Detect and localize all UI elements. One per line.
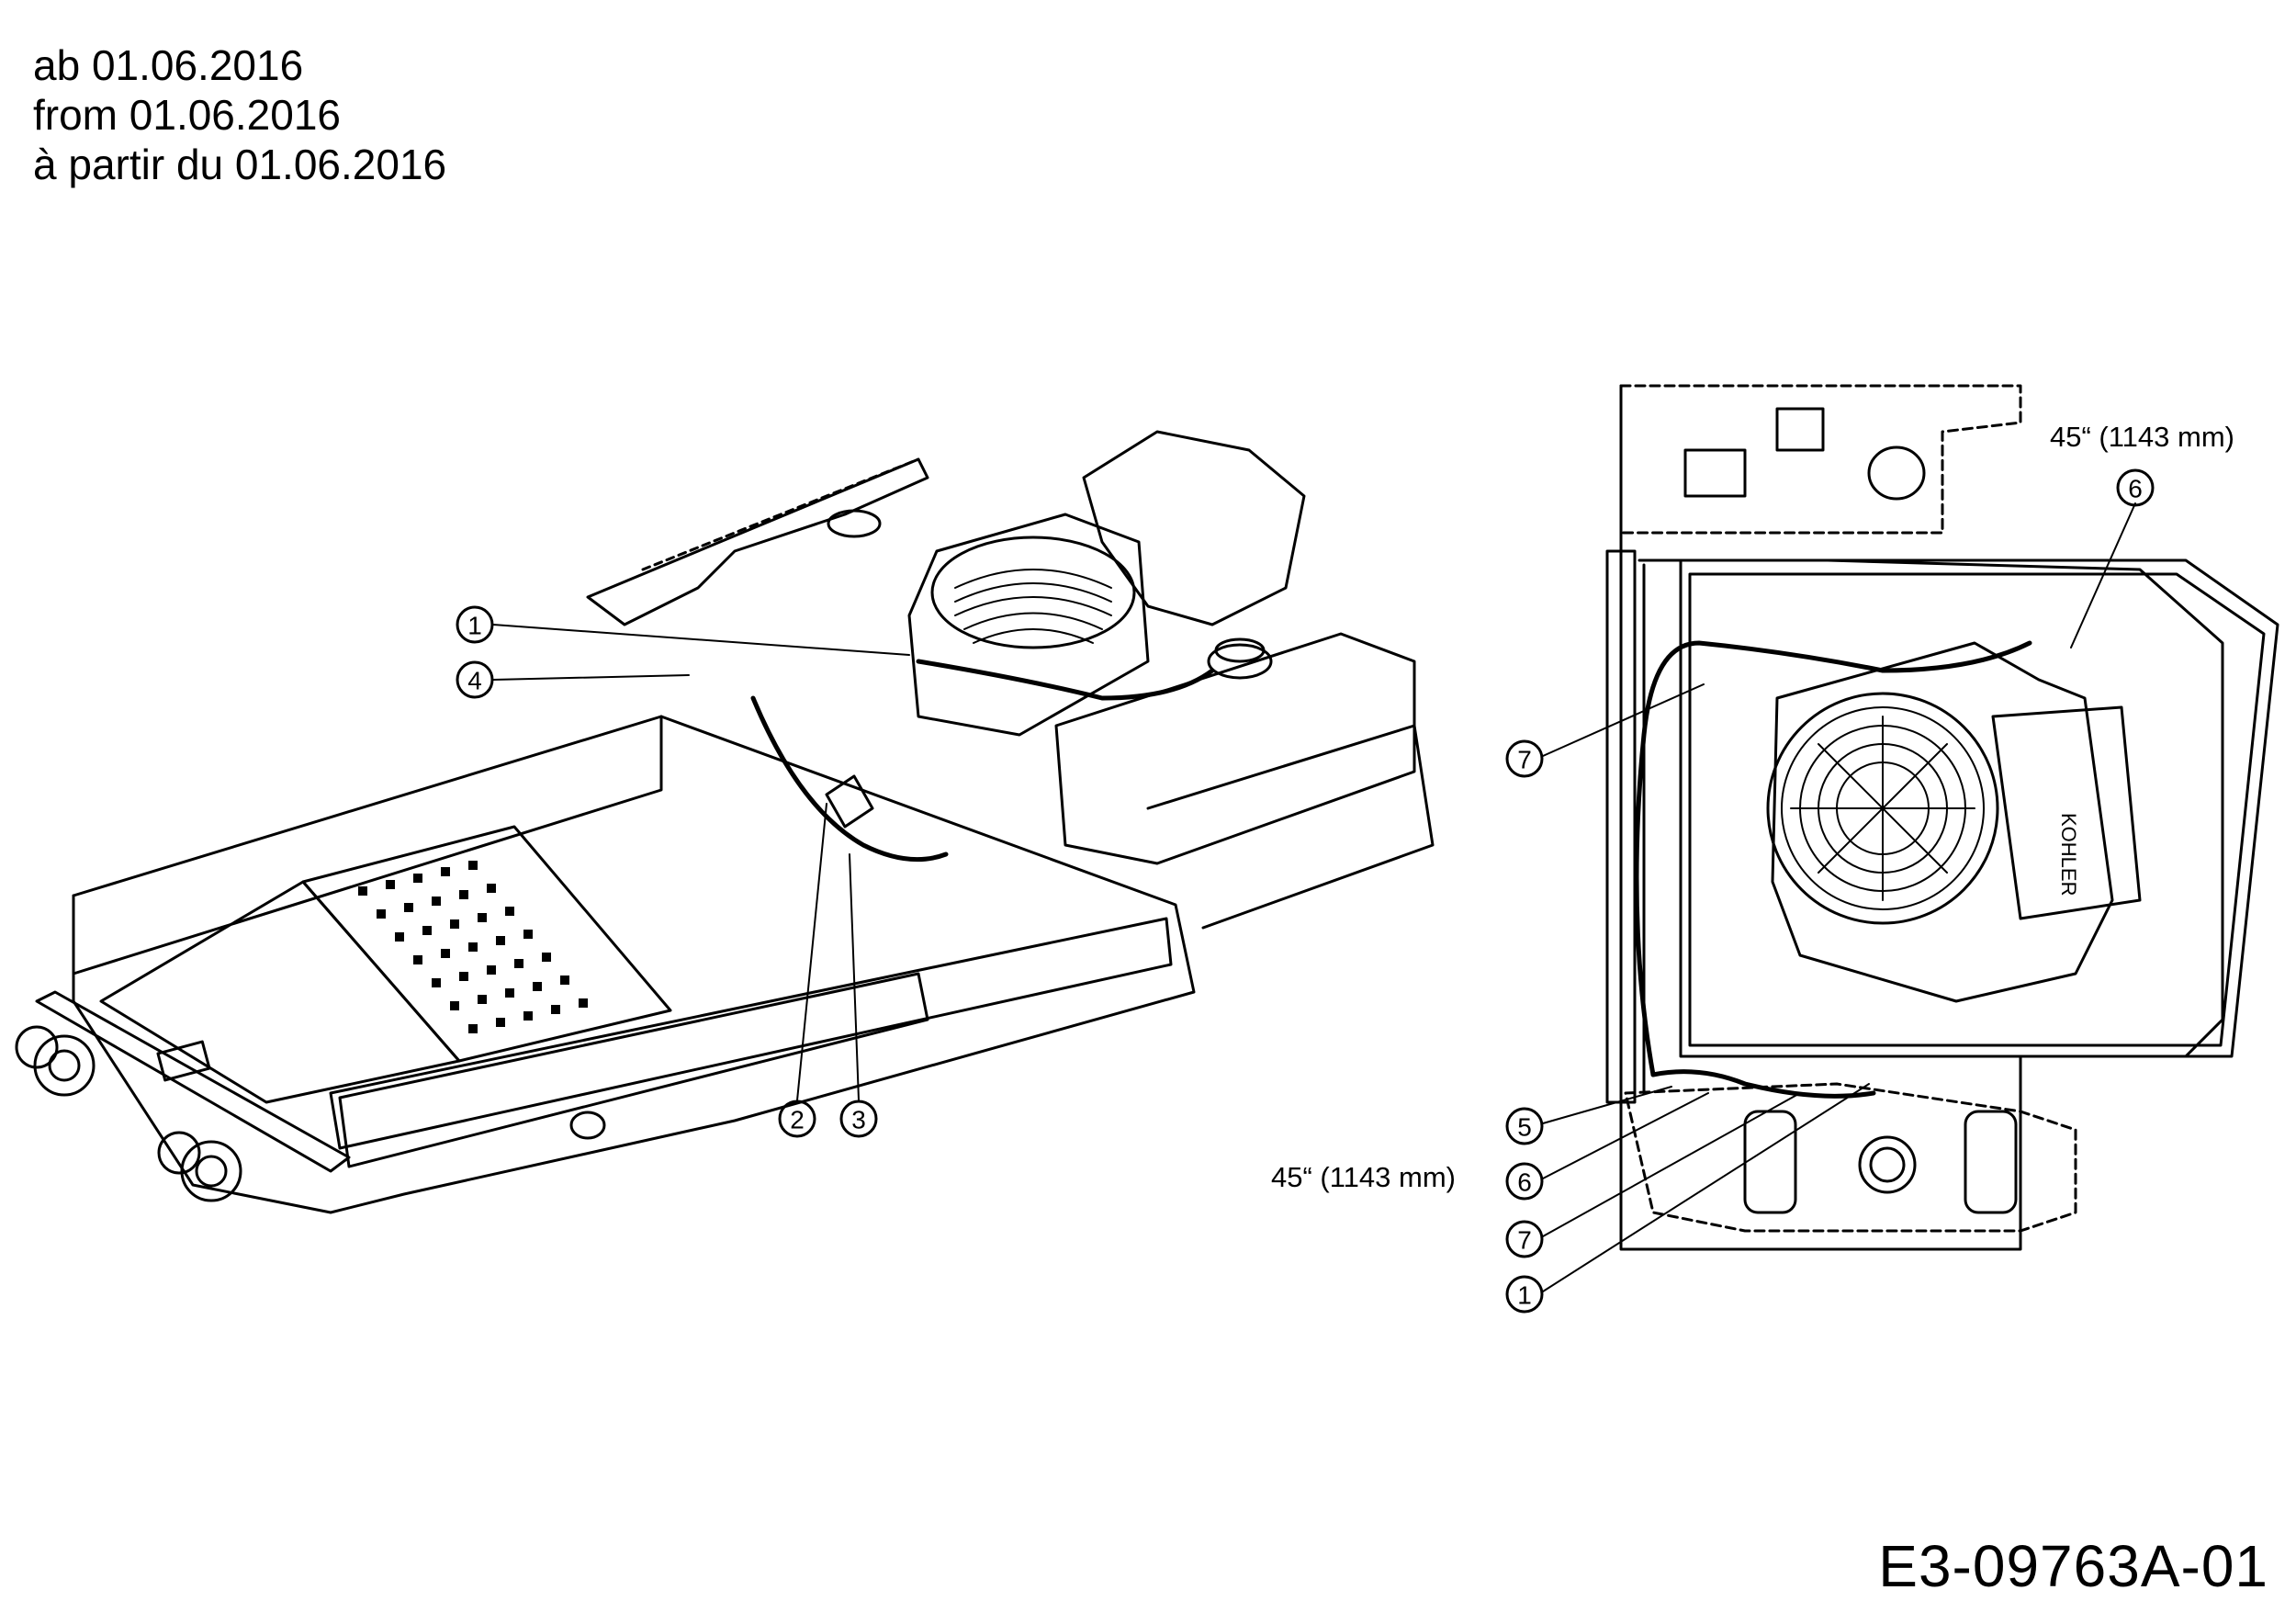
rear-plate-hole <box>827 509 882 538</box>
frame-rail-front <box>329 917 1173 1150</box>
deck-outline-inner <box>1688 572 2266 1047</box>
callout-bubble: 1 <box>1505 1275 1544 1314</box>
frame-rail-left <box>72 715 663 976</box>
fuel-cap-top <box>1214 637 1266 663</box>
callout-number: 7 <box>1517 1226 1532 1255</box>
floor-slot <box>156 1040 211 1082</box>
isometric-frame-view <box>15 430 1435 1214</box>
validity-line-fr: à partir du 01.06.2016 <box>33 141 447 188</box>
seat-plate-top <box>1619 384 2022 535</box>
left-leader-lines <box>492 624 910 1101</box>
engine-outline-top <box>1771 641 2114 1003</box>
fuel-cap-top-view <box>1858 1135 1917 1194</box>
fuel-line <box>916 659 1215 701</box>
side-rail-right <box>1146 724 1435 930</box>
main-frame-top <box>1619 384 2224 1251</box>
callout-number: 1 <box>467 612 482 640</box>
floor-grid-holes <box>358 861 588 1033</box>
fuel-line <box>750 695 949 863</box>
callout-bubble: 6 <box>1505 1162 1544 1201</box>
dimension-label-top: 45“ (1143 mm) <box>2050 421 2234 453</box>
front-wheel-icon <box>15 1025 96 1097</box>
deck-outline <box>1679 558 2279 1058</box>
air-cleaner-top <box>1991 705 2142 920</box>
callout-bubble: 7 <box>1505 739 1544 778</box>
air-filter-housing <box>1082 430 1306 626</box>
fuel-line-clamp <box>825 774 874 829</box>
callout-bubble: 4 <box>456 660 494 699</box>
callout-bubble: 3 <box>839 1100 878 1138</box>
pivot-boss <box>569 1111 606 1140</box>
callout-number: 4 <box>467 667 482 695</box>
fuel-cap <box>1207 643 1273 680</box>
front-bumper-bar <box>338 972 929 1168</box>
flywheel-screen-pattern <box>1781 706 1985 910</box>
callout-bubble: 1 <box>456 605 494 644</box>
front-axle-bar <box>35 990 351 1173</box>
flywheel-screen <box>1766 692 1999 925</box>
side-channel <box>1605 549 1637 1104</box>
drawing-code: E3-09763A-01 <box>1878 1533 2268 1599</box>
callout-number: 3 <box>851 1106 866 1134</box>
rear-bracket <box>641 457 920 571</box>
validity-header: ab 01.06.2016 from 01.06.2016 à partir d… <box>33 40 446 189</box>
frame-outline <box>72 715 1196 1214</box>
callout-number: 1 <box>1517 1281 1532 1310</box>
seat-plate-tab <box>1775 407 1825 452</box>
engine-shroud-top <box>930 536 1136 649</box>
callout-number: 5 <box>1517 1113 1532 1142</box>
callout-number: 7 <box>1517 746 1532 774</box>
callout-bubble: 6 <box>2116 468 2155 507</box>
callout-number: 6 <box>2128 475 2143 503</box>
front-wheel-icon <box>157 1131 242 1202</box>
callout-number: 2 <box>790 1106 805 1134</box>
top-view-frame: KOHLER <box>1605 384 2279 1251</box>
floor-plate-front <box>99 880 461 1104</box>
callout-bubble: 7 <box>1505 1220 1544 1258</box>
fuel-line-top <box>1634 640 2032 1077</box>
callout-number: 6 <box>1517 1168 1532 1197</box>
callout-bubble: 2 <box>778 1100 816 1138</box>
callout-bubble: 5 <box>1505 1107 1544 1145</box>
rear-seat-plate <box>586 457 929 626</box>
fuel-line-top <box>1650 1069 1876 1099</box>
tank-pocket-left <box>1743 1110 1797 1214</box>
engine-brand-label: KOHLER <box>2057 813 2080 896</box>
engine-fan-grille <box>954 569 1112 644</box>
seat-plate-hole <box>1867 445 1926 501</box>
right-leader-lines <box>1542 502 2136 1292</box>
validity-line-de: ab 01.06.2016 <box>33 41 304 89</box>
dimension-label-bottom: 45“ (1143 mm) <box>1271 1161 1456 1193</box>
fuel-tank <box>1054 632 1416 865</box>
seat-plate-bracket <box>1683 448 1747 498</box>
tank-pocket-right <box>1964 1110 2018 1214</box>
fuel-cap-inner <box>1869 1146 1906 1183</box>
engine-block <box>907 513 1150 737</box>
fuel-tank-top <box>1624 1082 2077 1233</box>
validity-line-en: from 01.06.2016 <box>33 91 342 139</box>
